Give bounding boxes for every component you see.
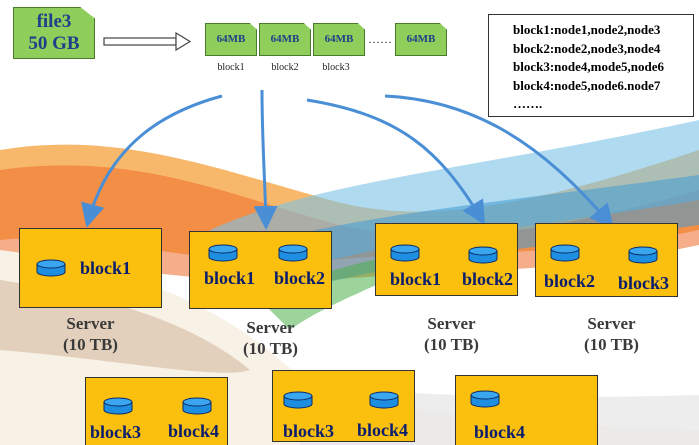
server-2-block-2: block2 <box>274 268 326 288</box>
file-icon: file3 50 GB <box>13 7 95 59</box>
disk-icon <box>278 244 308 262</box>
mapping-line: block4:node5,node6.node7 <box>513 77 661 93</box>
server-6: block3 block4 <box>272 370 415 442</box>
disk-icon <box>182 397 212 415</box>
mapping-line: block2:node2,node3,node4 <box>513 40 661 56</box>
server-2-block-1: block1 <box>204 268 256 288</box>
server-capacity: (10 TB) <box>243 339 298 358</box>
server-4-block-1: block2 <box>544 271 596 291</box>
disk-icon <box>369 391 399 409</box>
disk-icon <box>470 390 500 408</box>
file-size: 50 GB <box>28 33 80 54</box>
chunk-3: 64MB <box>313 23 365 56</box>
arrow-to-server-3 <box>306 98 486 226</box>
chunk-1: 64MB <box>205 23 257 56</box>
server-5-block-1: block3 <box>90 422 142 442</box>
disk-icon <box>390 244 420 262</box>
disk-icon <box>208 244 238 262</box>
file-to-chunks-arrow <box>103 31 192 52</box>
chunk-2-label: block2 <box>271 62 299 73</box>
mapping-line: block3:node4,mode5,node6 <box>513 59 664 74</box>
server-1-caption: Server (10 TB) <box>19 313 162 355</box>
server-1: block1 <box>19 228 162 308</box>
mapping-line: block1:node1,node2,node3 <box>513 22 661 37</box>
server-2: block1 block2 <box>189 231 332 309</box>
disk-icon <box>550 244 580 262</box>
server-label: Server <box>587 314 636 333</box>
disk-icon <box>468 246 498 264</box>
server-capacity: (10 TB) <box>424 335 479 354</box>
file-name: file3 <box>36 11 72 32</box>
server-label: Server <box>246 318 295 337</box>
arrow-to-server-2 <box>253 89 278 230</box>
disk-icon <box>283 391 313 409</box>
chunk-3-label: block3 <box>322 62 350 73</box>
server-1-block-1: block1 <box>80 258 132 278</box>
server-capacity: (10 TB) <box>63 335 118 354</box>
server-4-caption: Server (10 TB) <box>540 313 683 355</box>
server-label: Server <box>66 314 115 333</box>
disk-icon <box>36 259 66 277</box>
chunk-1-label: block1 <box>217 62 245 73</box>
server-5: block3 block4 <box>85 377 228 445</box>
arrow-to-server-1 <box>81 94 223 228</box>
server-label: Server <box>427 314 476 333</box>
server-7: block4 <box>455 375 598 445</box>
mapping-line: ……. <box>513 96 543 111</box>
server-3: block1 block2 <box>375 223 518 296</box>
server-3-block-1: block1 <box>390 269 442 289</box>
server-6-block-2: block4 <box>357 420 409 440</box>
server-capacity: (10 TB) <box>584 335 639 354</box>
server-4: block2 block3 <box>535 223 678 297</box>
chunk-4: 64MB <box>395 23 447 56</box>
chunk-2: 64MB <box>259 23 311 56</box>
server-7-block-1: block4 <box>474 422 526 442</box>
server-6-block-1: block3 <box>283 421 335 441</box>
block-mapping-box: block1:node1,node2,node3 block2:node2,no… <box>488 14 694 117</box>
chunk-ellipsis: …… <box>368 32 392 46</box>
server-3-block-2: block2 <box>462 269 514 289</box>
server-4-block-2: block3 <box>618 273 670 293</box>
server-3-caption: Server (10 TB) <box>380 313 523 355</box>
disk-icon <box>103 397 133 415</box>
arrow-to-server-4 <box>384 94 614 229</box>
server-2-caption: Server (10 TB) <box>199 317 342 359</box>
disk-icon <box>628 246 658 264</box>
server-5-block-2: block4 <box>168 421 220 441</box>
